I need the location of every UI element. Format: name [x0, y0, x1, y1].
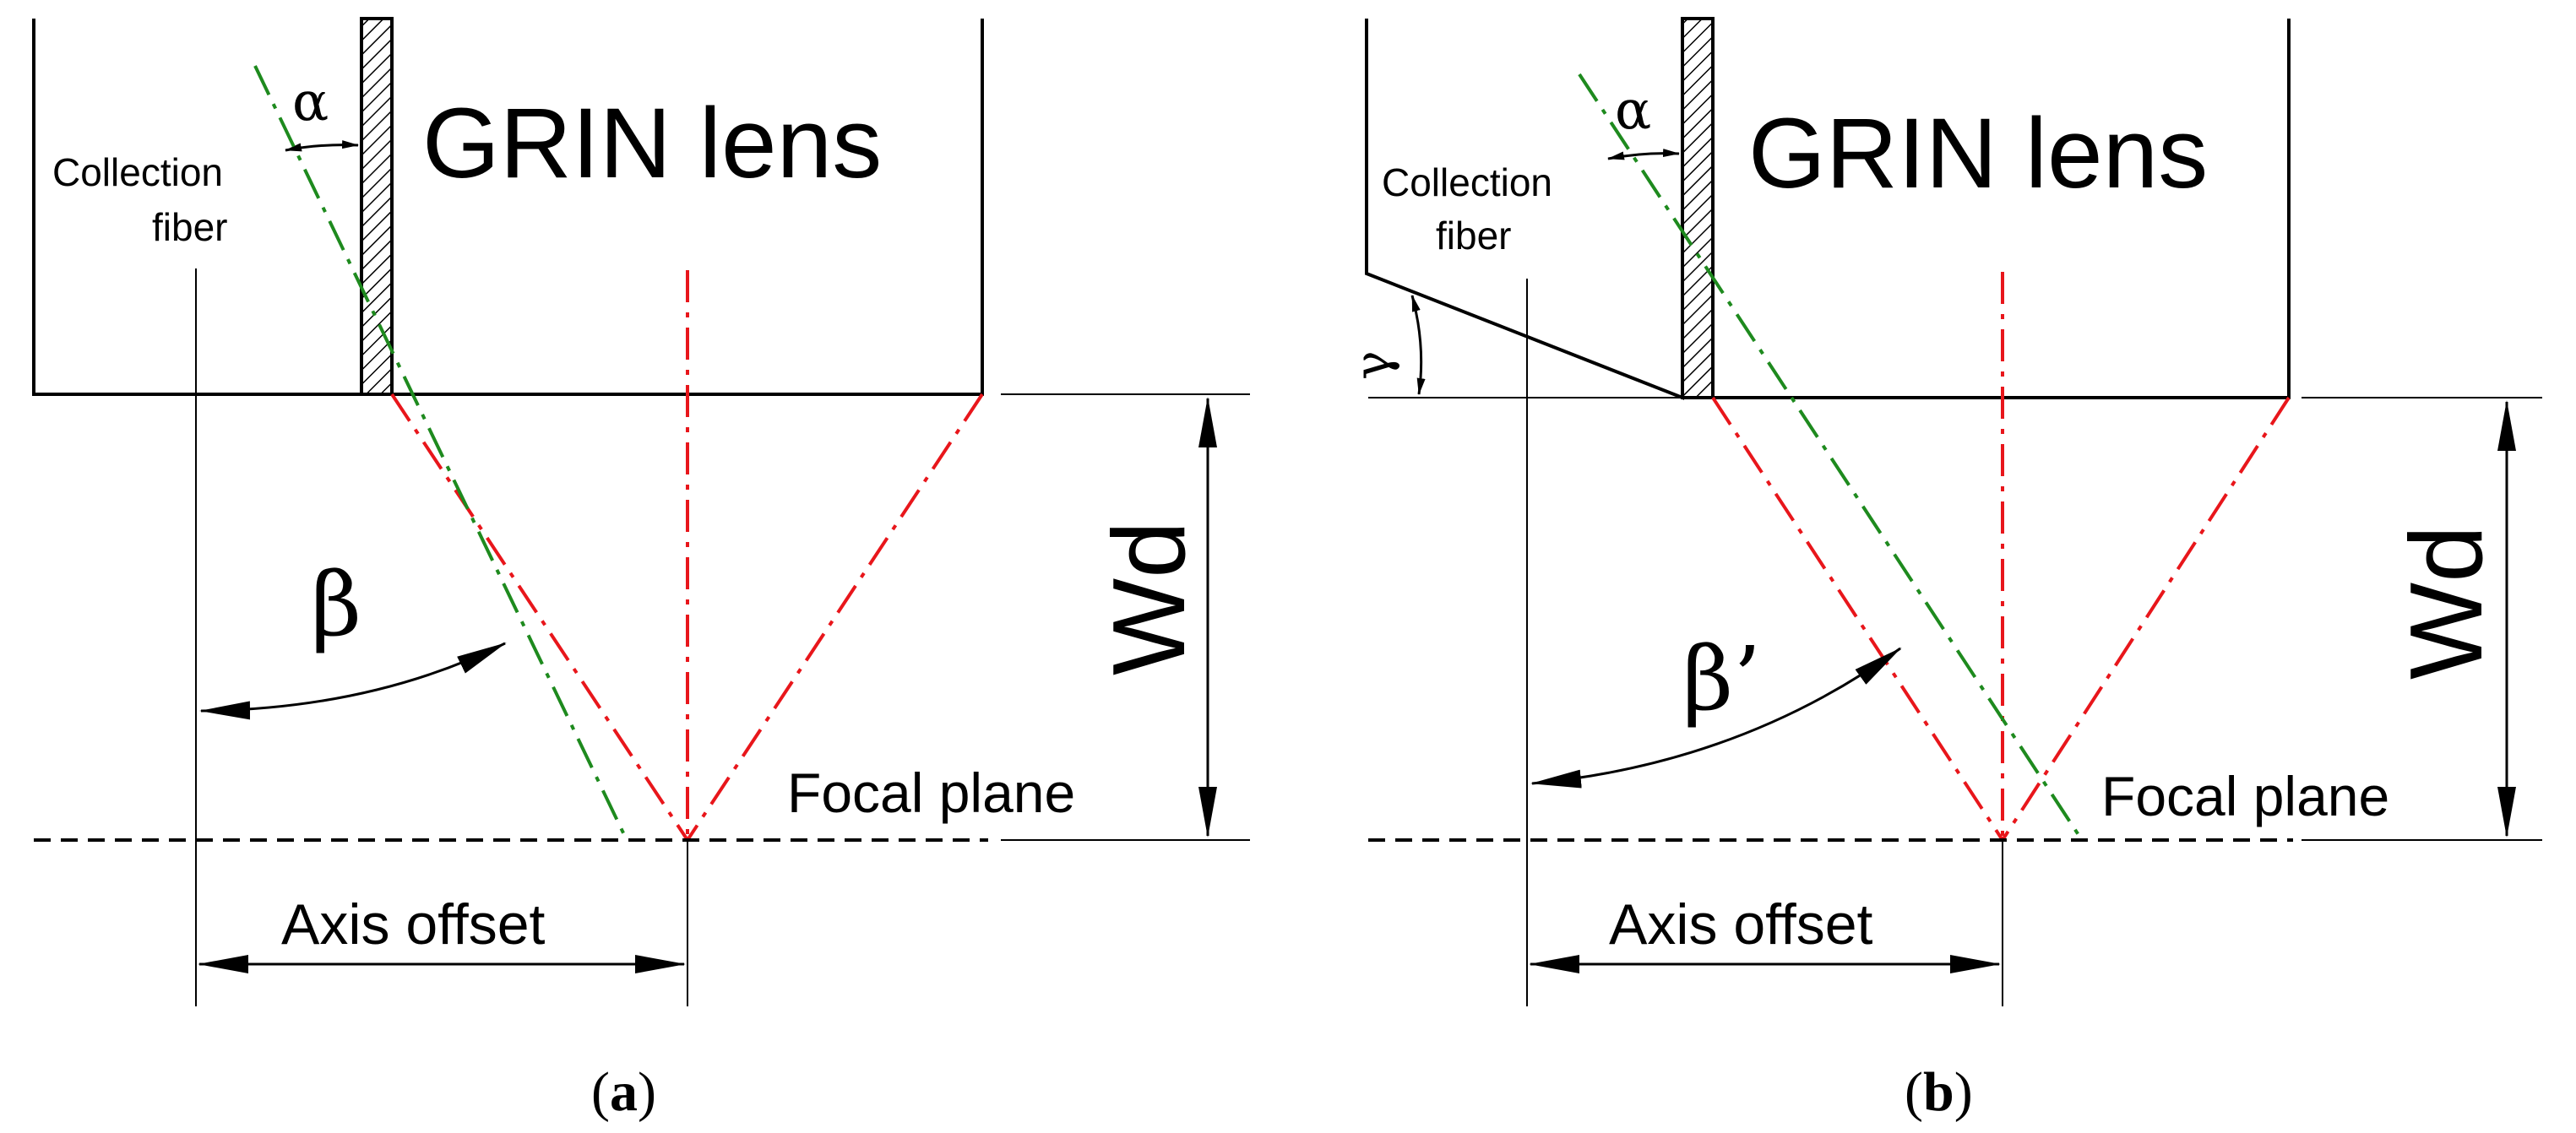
axis-offset-label: Axis offset — [281, 892, 546, 957]
beta-symbol: β — [311, 553, 361, 656]
cone-left — [390, 393, 689, 842]
fiber-label-line2: fiber — [152, 205, 227, 249]
axis-offset-label: Axis offset — [1609, 892, 1873, 957]
focal-plane-label: Focal plane — [787, 762, 1075, 824]
panel-b: GRIN lens Collection fiber α γ β’ Focal … — [1344, 17, 2542, 1123]
fiber-label-line1: Collection — [1382, 160, 1552, 204]
cone-left — [1711, 396, 2004, 842]
wd-label: Wd — [1091, 521, 1206, 675]
collection-ray — [1578, 73, 2084, 842]
fiber-label-line1: Collection — [52, 150, 223, 194]
alpha-arc — [1607, 149, 1680, 160]
gamma-symbol: γ — [1344, 350, 1401, 380]
hatched-wall — [1681, 17, 1715, 399]
beta-arc — [1530, 647, 1902, 789]
cone-right — [2001, 396, 2291, 842]
lens-label: GRIN lens — [422, 88, 882, 199]
panel-a: GRIN lens Collection fiber α β Focal pla… — [32, 17, 1250, 1123]
caption-a: (a) — [591, 1061, 656, 1123]
gamma-arc — [1410, 295, 1426, 395]
collection-ray — [253, 65, 628, 841]
fiber-label-line2: fiber — [1436, 214, 1511, 258]
cone-right — [686, 393, 984, 842]
hatched-wall — [360, 17, 394, 396]
alpha-symbol: α — [292, 71, 329, 133]
beta-arc — [199, 642, 507, 720]
alpha-symbol: α — [1615, 79, 1651, 142]
lens-label: GRIN lens — [1748, 98, 2208, 209]
focal-plane-label: Focal plane — [2101, 765, 2389, 827]
wd-label: Wd — [2389, 525, 2503, 680]
beta-prime-symbol: β’ — [1682, 627, 1761, 730]
fiber-outline — [1365, 19, 1684, 400]
caption-b: (b) — [1905, 1061, 1973, 1123]
alpha-arc — [285, 140, 359, 152]
